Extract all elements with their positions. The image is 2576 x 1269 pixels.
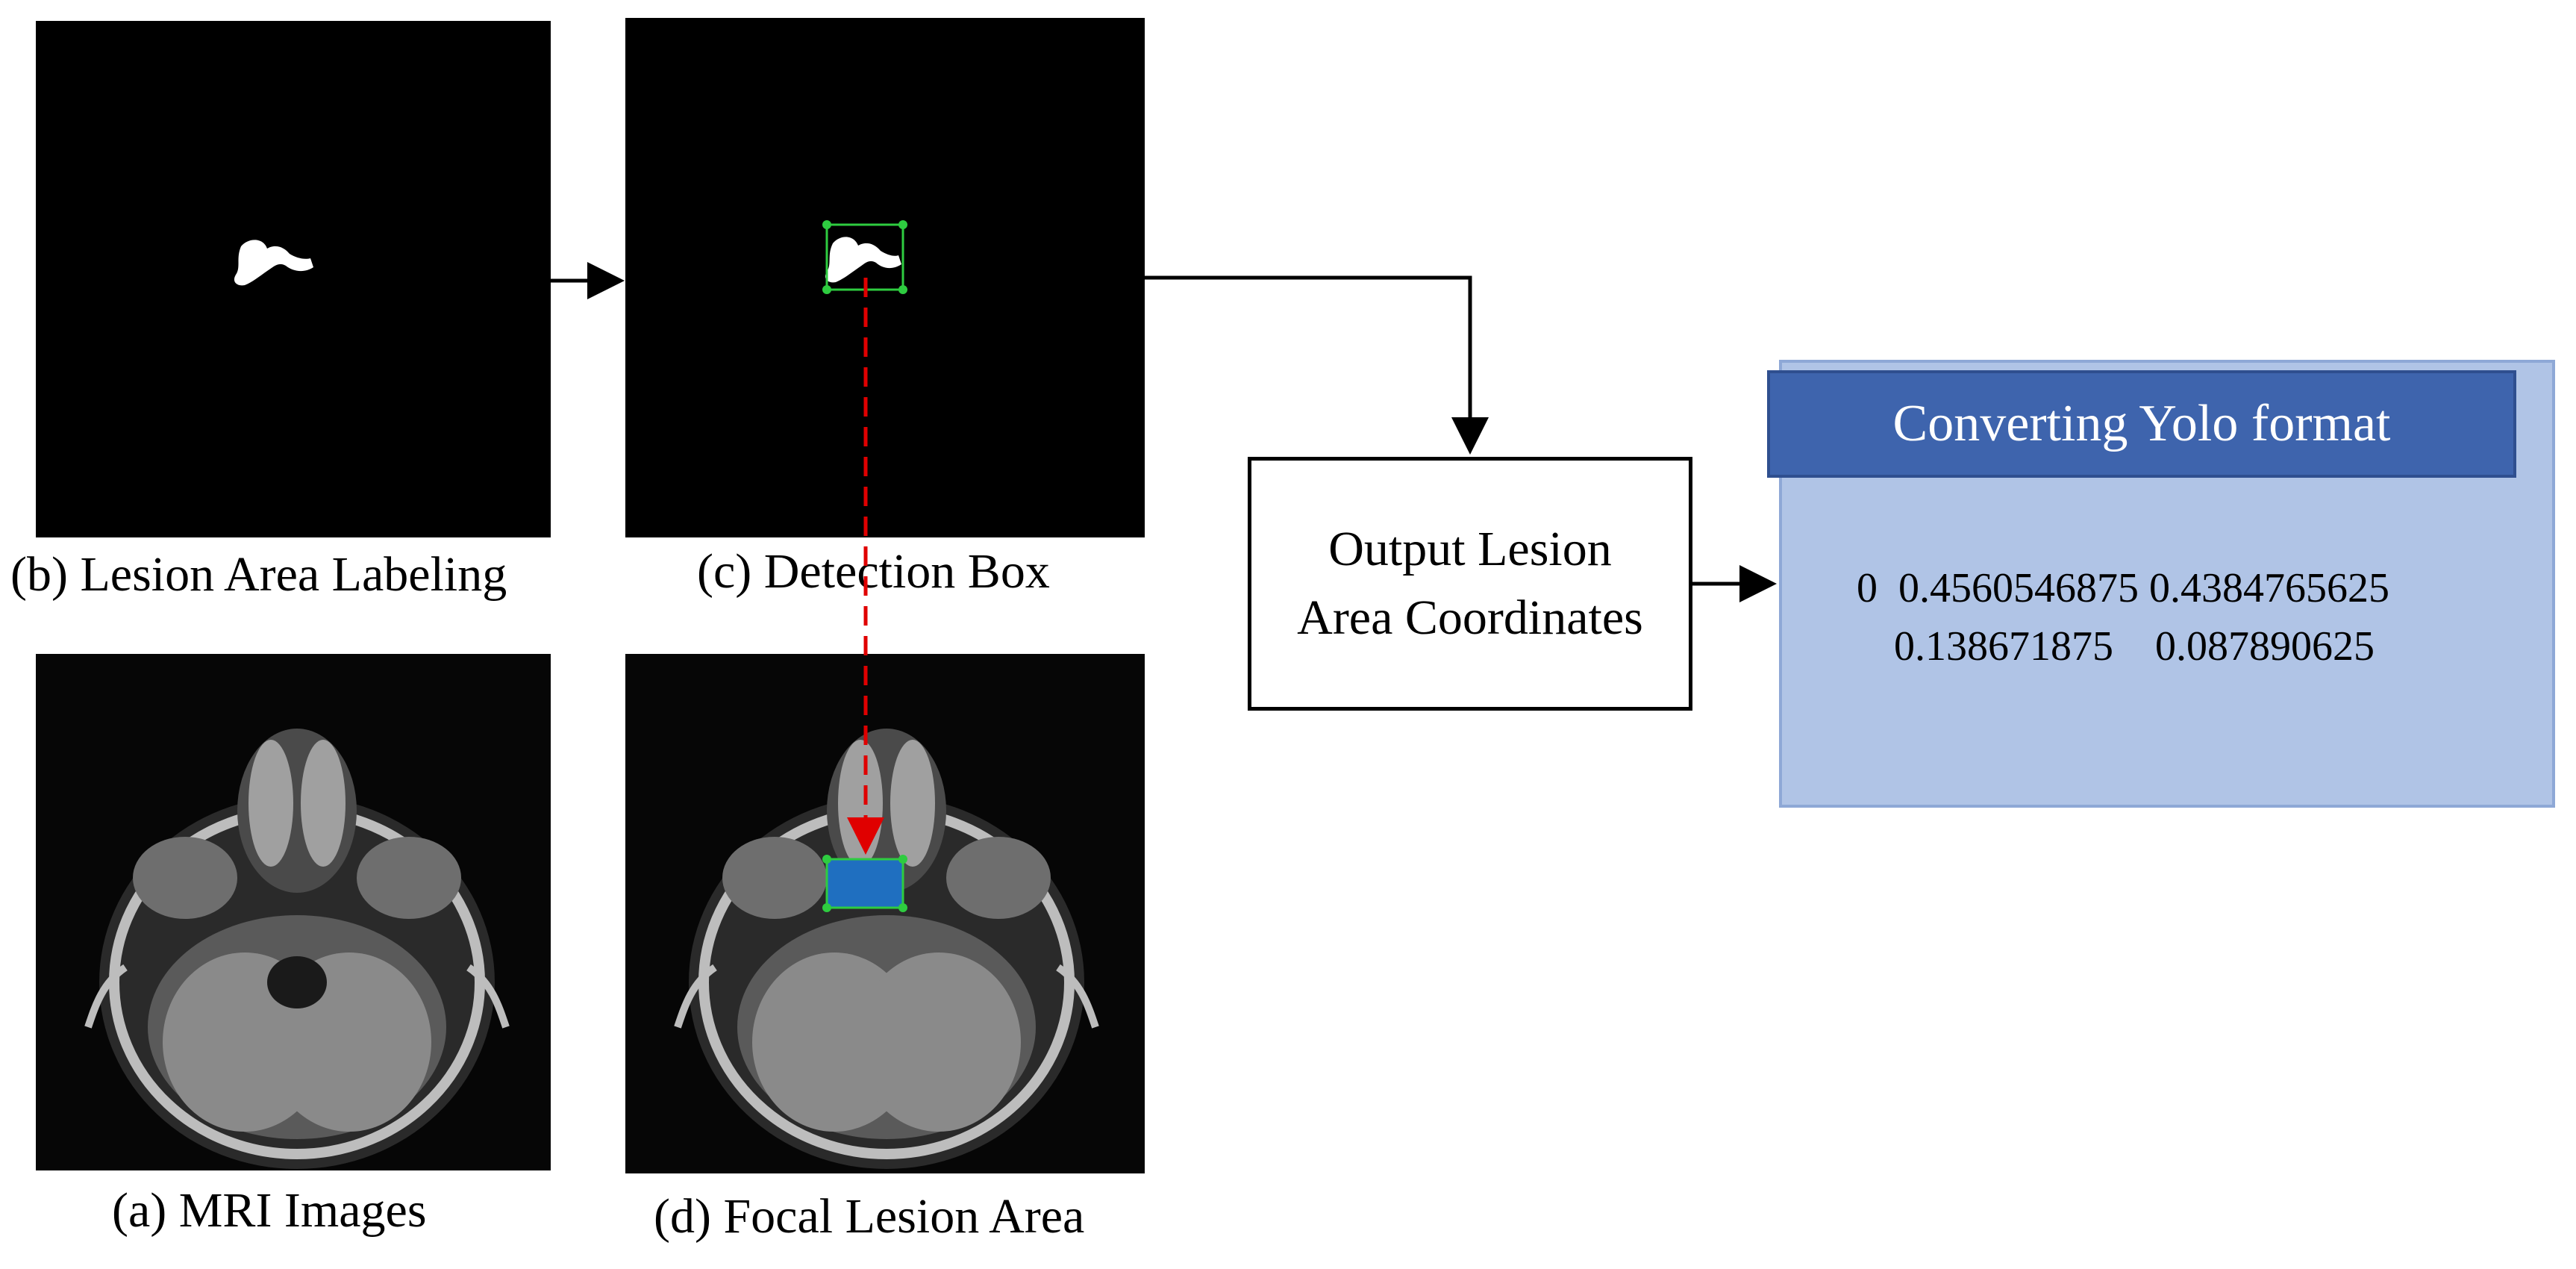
- yolo-values-line2: 0.138671875 0.087890625: [1894, 623, 2375, 670]
- output-coordinates-box: Output Lesion Area Coordinates: [1248, 457, 1692, 711]
- yolo-format-header: Converting Yolo format: [1767, 370, 2516, 478]
- mri-scan-image: [84, 729, 510, 1169]
- detection-box-caption: (c) Detection Box: [697, 544, 1050, 599]
- output-box-line2: Area Coordinates: [1297, 590, 1643, 645]
- output-box-line1: Output Lesion: [1328, 522, 1612, 576]
- mri-image-panel: [36, 654, 551, 1170]
- focal-lesion-caption: (d) Focal Lesion Area: [654, 1189, 1085, 1244]
- lesion-label-panel: [36, 21, 551, 537]
- arrow-detection-to-output: [1145, 275, 1489, 455]
- detection-box-panel: [625, 18, 1145, 537]
- detection-image: [822, 220, 907, 294]
- lesion-mask-image: [234, 240, 313, 286]
- focal-lesion-box: [825, 858, 904, 909]
- mri-images-caption: (a) MRI Images: [112, 1183, 427, 1238]
- lesion-label-caption: (b) Lesion Area Labeling: [10, 547, 507, 602]
- yolo-values-line1: 0 0.4560546875 0.4384765625: [1857, 565, 2389, 611]
